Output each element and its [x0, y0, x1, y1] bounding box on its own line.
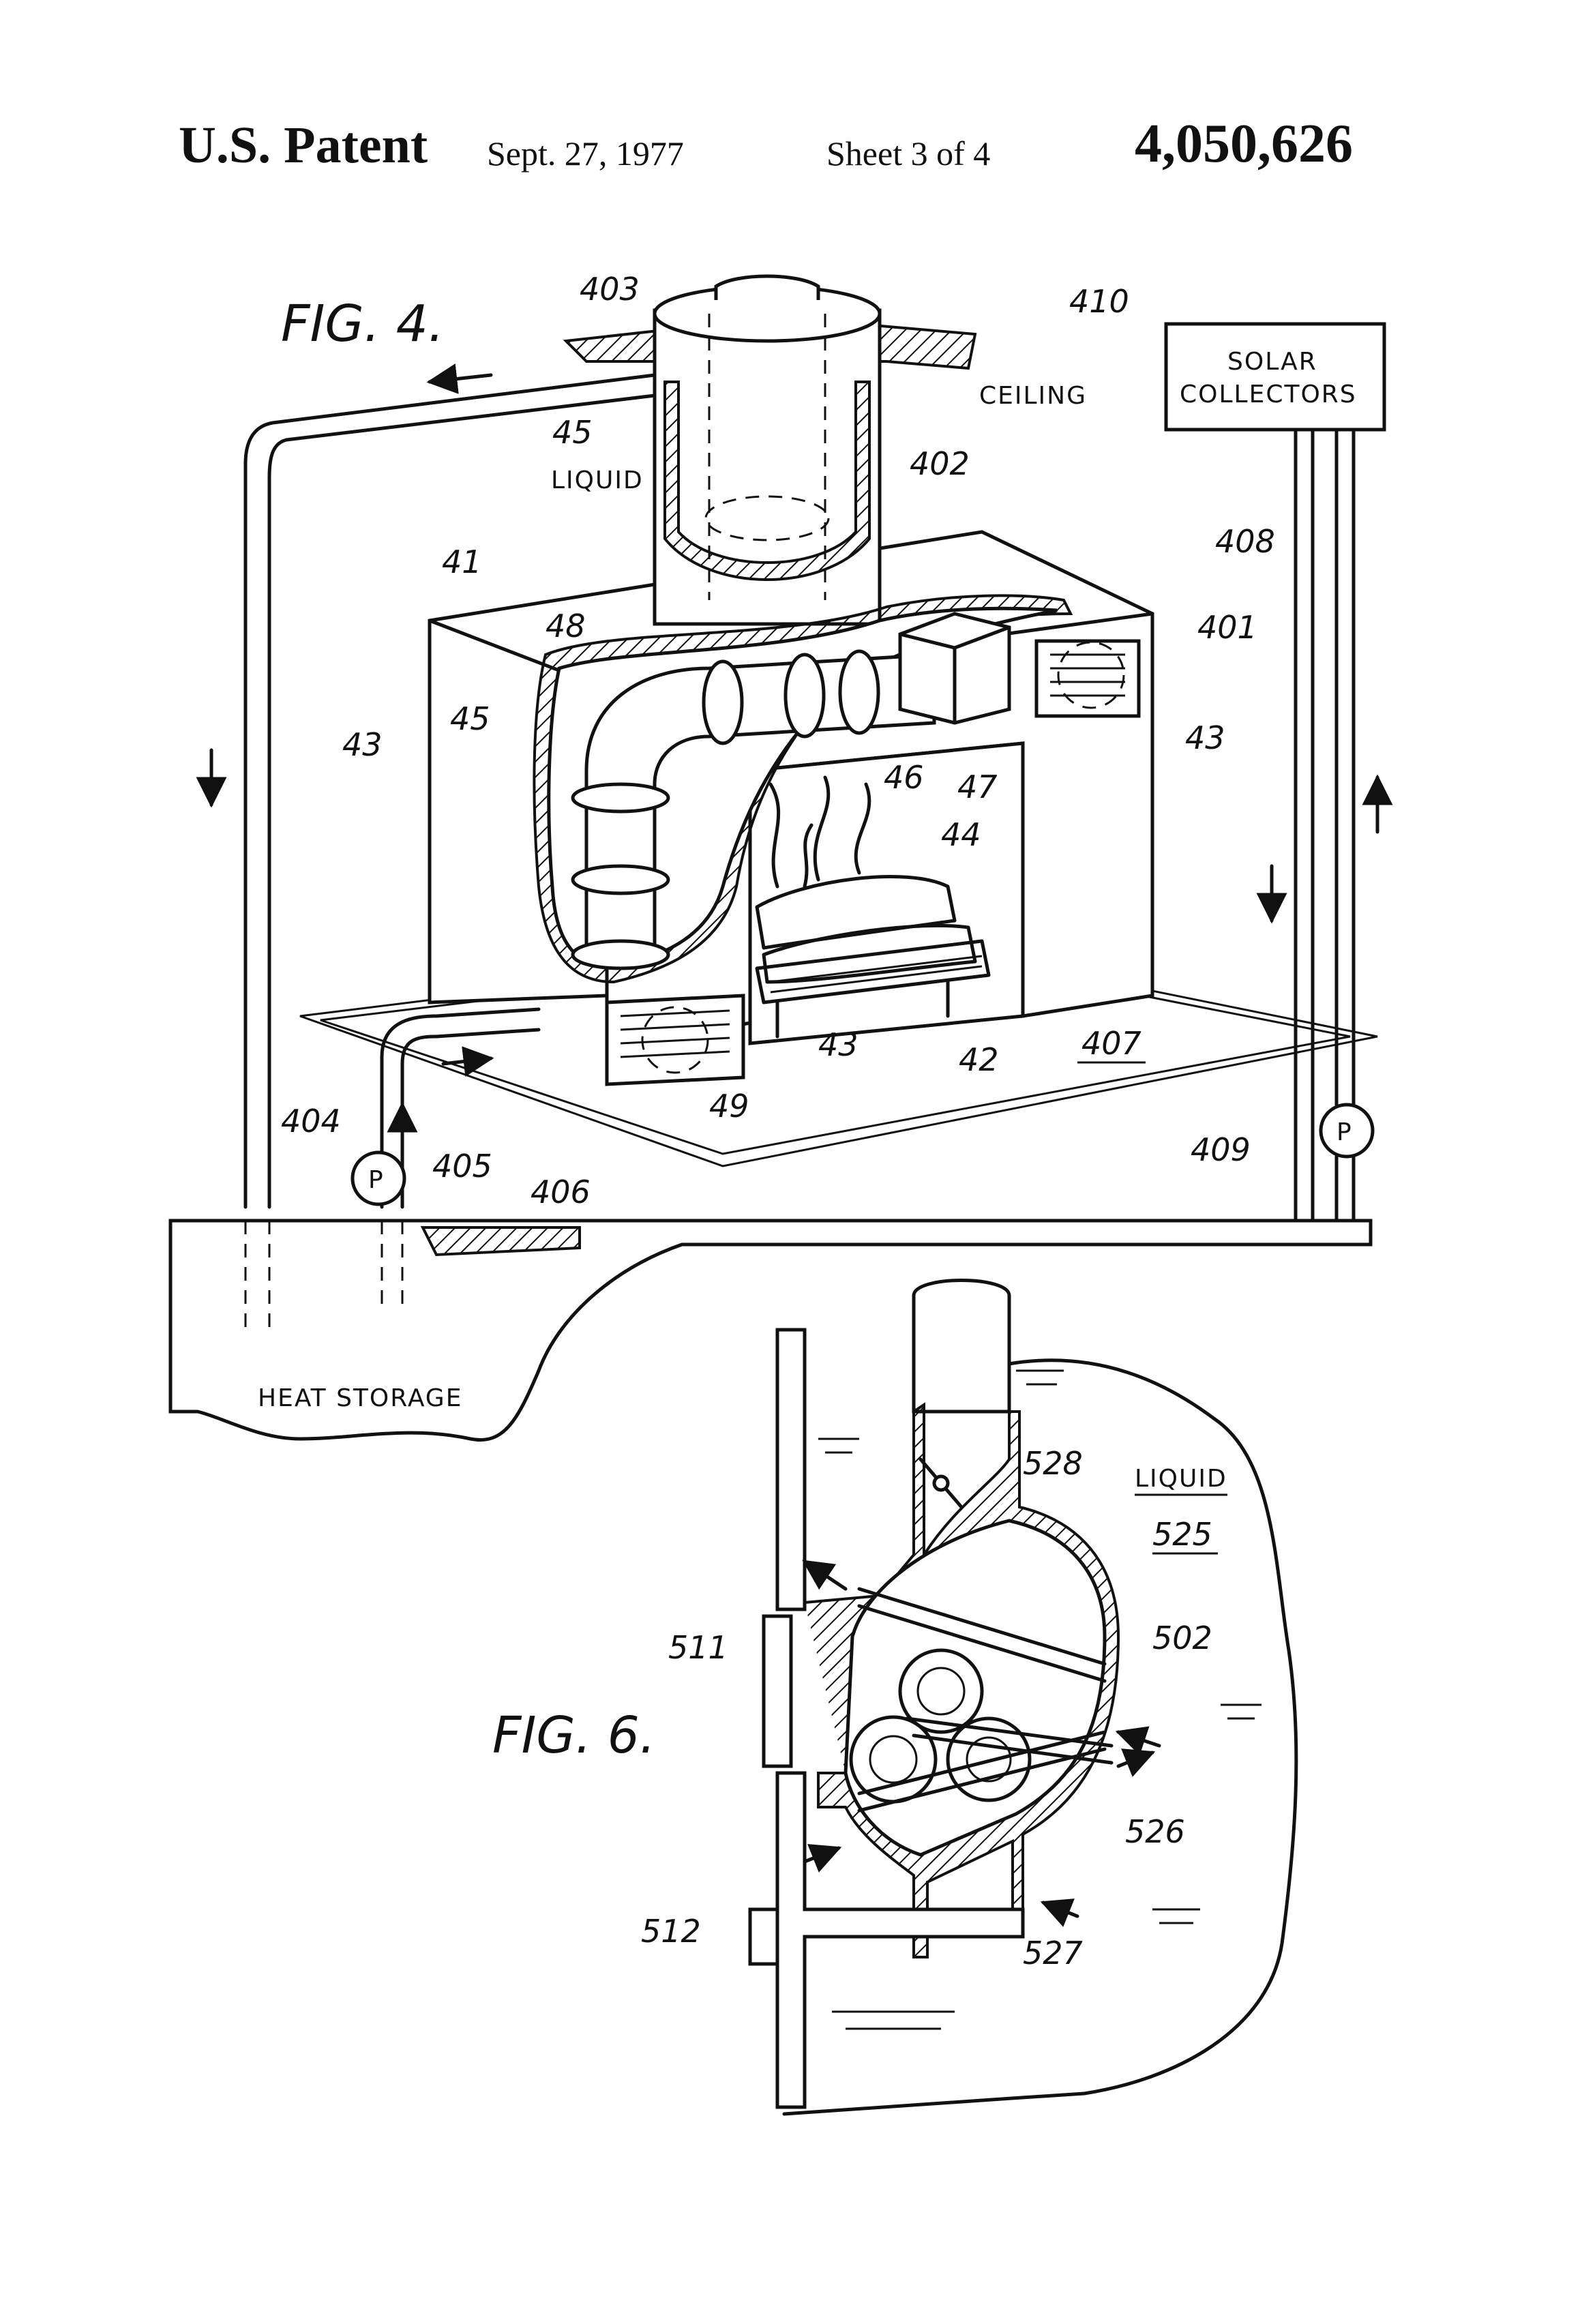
ref-406: 406 [531, 1174, 591, 1210]
ref-511: 511 [668, 1629, 728, 1666]
pipe-ring [786, 655, 824, 736]
log-end [851, 1717, 936, 1802]
pipe-ring [573, 784, 668, 811]
door-511 [764, 1616, 791, 1766]
flue-pipe [716, 276, 818, 300]
ref-45b: 45 [450, 700, 490, 737]
ref-49: 49 [709, 1088, 749, 1124]
pipe-ring [573, 941, 668, 968]
ref-45a: 45 [552, 414, 593, 451]
ref-407: 407 [1081, 1025, 1141, 1062]
ref-410: 410 [1069, 283, 1129, 320]
ref-43a: 43 [342, 726, 383, 763]
ref-528: 528 [1023, 1445, 1083, 1482]
ref-48: 48 [546, 608, 586, 644]
ref-409: 409 [1191, 1131, 1251, 1168]
ref-502: 502 [1152, 1620, 1212, 1656]
solar-label-1: SOLAR [1227, 348, 1317, 376]
damper-pivot [934, 1476, 948, 1490]
pipe-ring [704, 661, 742, 743]
ref-512: 512 [641, 1913, 701, 1950]
ref-405: 405 [432, 1148, 492, 1185]
ref-403: 403 [580, 271, 640, 308]
ref-41: 41 [442, 543, 482, 580]
ref-404: 404 [281, 1103, 341, 1139]
ref-47: 47 [957, 769, 998, 805]
fig6-title: FIG. 6. [492, 1706, 655, 1765]
pump-label: P [1337, 1118, 1353, 1146]
ref-43b: 43 [1185, 719, 1225, 756]
solar-collectors-box [1166, 324, 1384, 430]
ref-401: 401 [1197, 609, 1257, 646]
solar-pipes [1296, 430, 1354, 1221]
ref-525: 525 [1152, 1516, 1212, 1553]
ref-43c: 43 [818, 1026, 859, 1063]
pipe-ring [573, 866, 668, 893]
ref-44: 44 [941, 816, 981, 853]
liquid-label-fig6: LIQUID [1135, 1465, 1227, 1493]
pipe-ring [840, 651, 878, 733]
ref-46: 46 [884, 759, 924, 796]
air-arrow [1118, 1732, 1159, 1746]
air-arrow [805, 1848, 839, 1862]
ref-527: 527 [1023, 1935, 1083, 1971]
ash-port-512 [750, 1909, 777, 1964]
ref-402: 402 [910, 445, 970, 482]
flow-arrow [430, 375, 491, 382]
ref-526: 526 [1125, 1813, 1185, 1850]
fig4-drawing: P P SOLAR COLLECTORS HEAT STORAGE FIG. 4… [170, 271, 1384, 1440]
left-wall [777, 1330, 805, 1609]
ceiling-label: CEILING [979, 382, 1087, 410]
flow-arrow [443, 1058, 491, 1064]
fig6-drawing: FIG. 6. LIQUID 528 525 502 511 526 512 5… [492, 1281, 1296, 2115]
air-arrow [805, 1562, 846, 1589]
air-arrow [1043, 1903, 1077, 1916]
air-arrow [1118, 1753, 1152, 1766]
liquid-label-fig4: LIQUID [551, 466, 644, 494]
ref-42: 42 [959, 1041, 999, 1078]
fig4-title: FIG. 4. [281, 295, 444, 353]
flue-pipe-fig6 [914, 1281, 1009, 1412]
heat-storage-label: HEAT STORAGE [258, 1384, 462, 1412]
solar-label-2: COLLECTORS [1180, 381, 1357, 408]
ref-408: 408 [1215, 523, 1275, 560]
pump-label: P [368, 1166, 385, 1194]
